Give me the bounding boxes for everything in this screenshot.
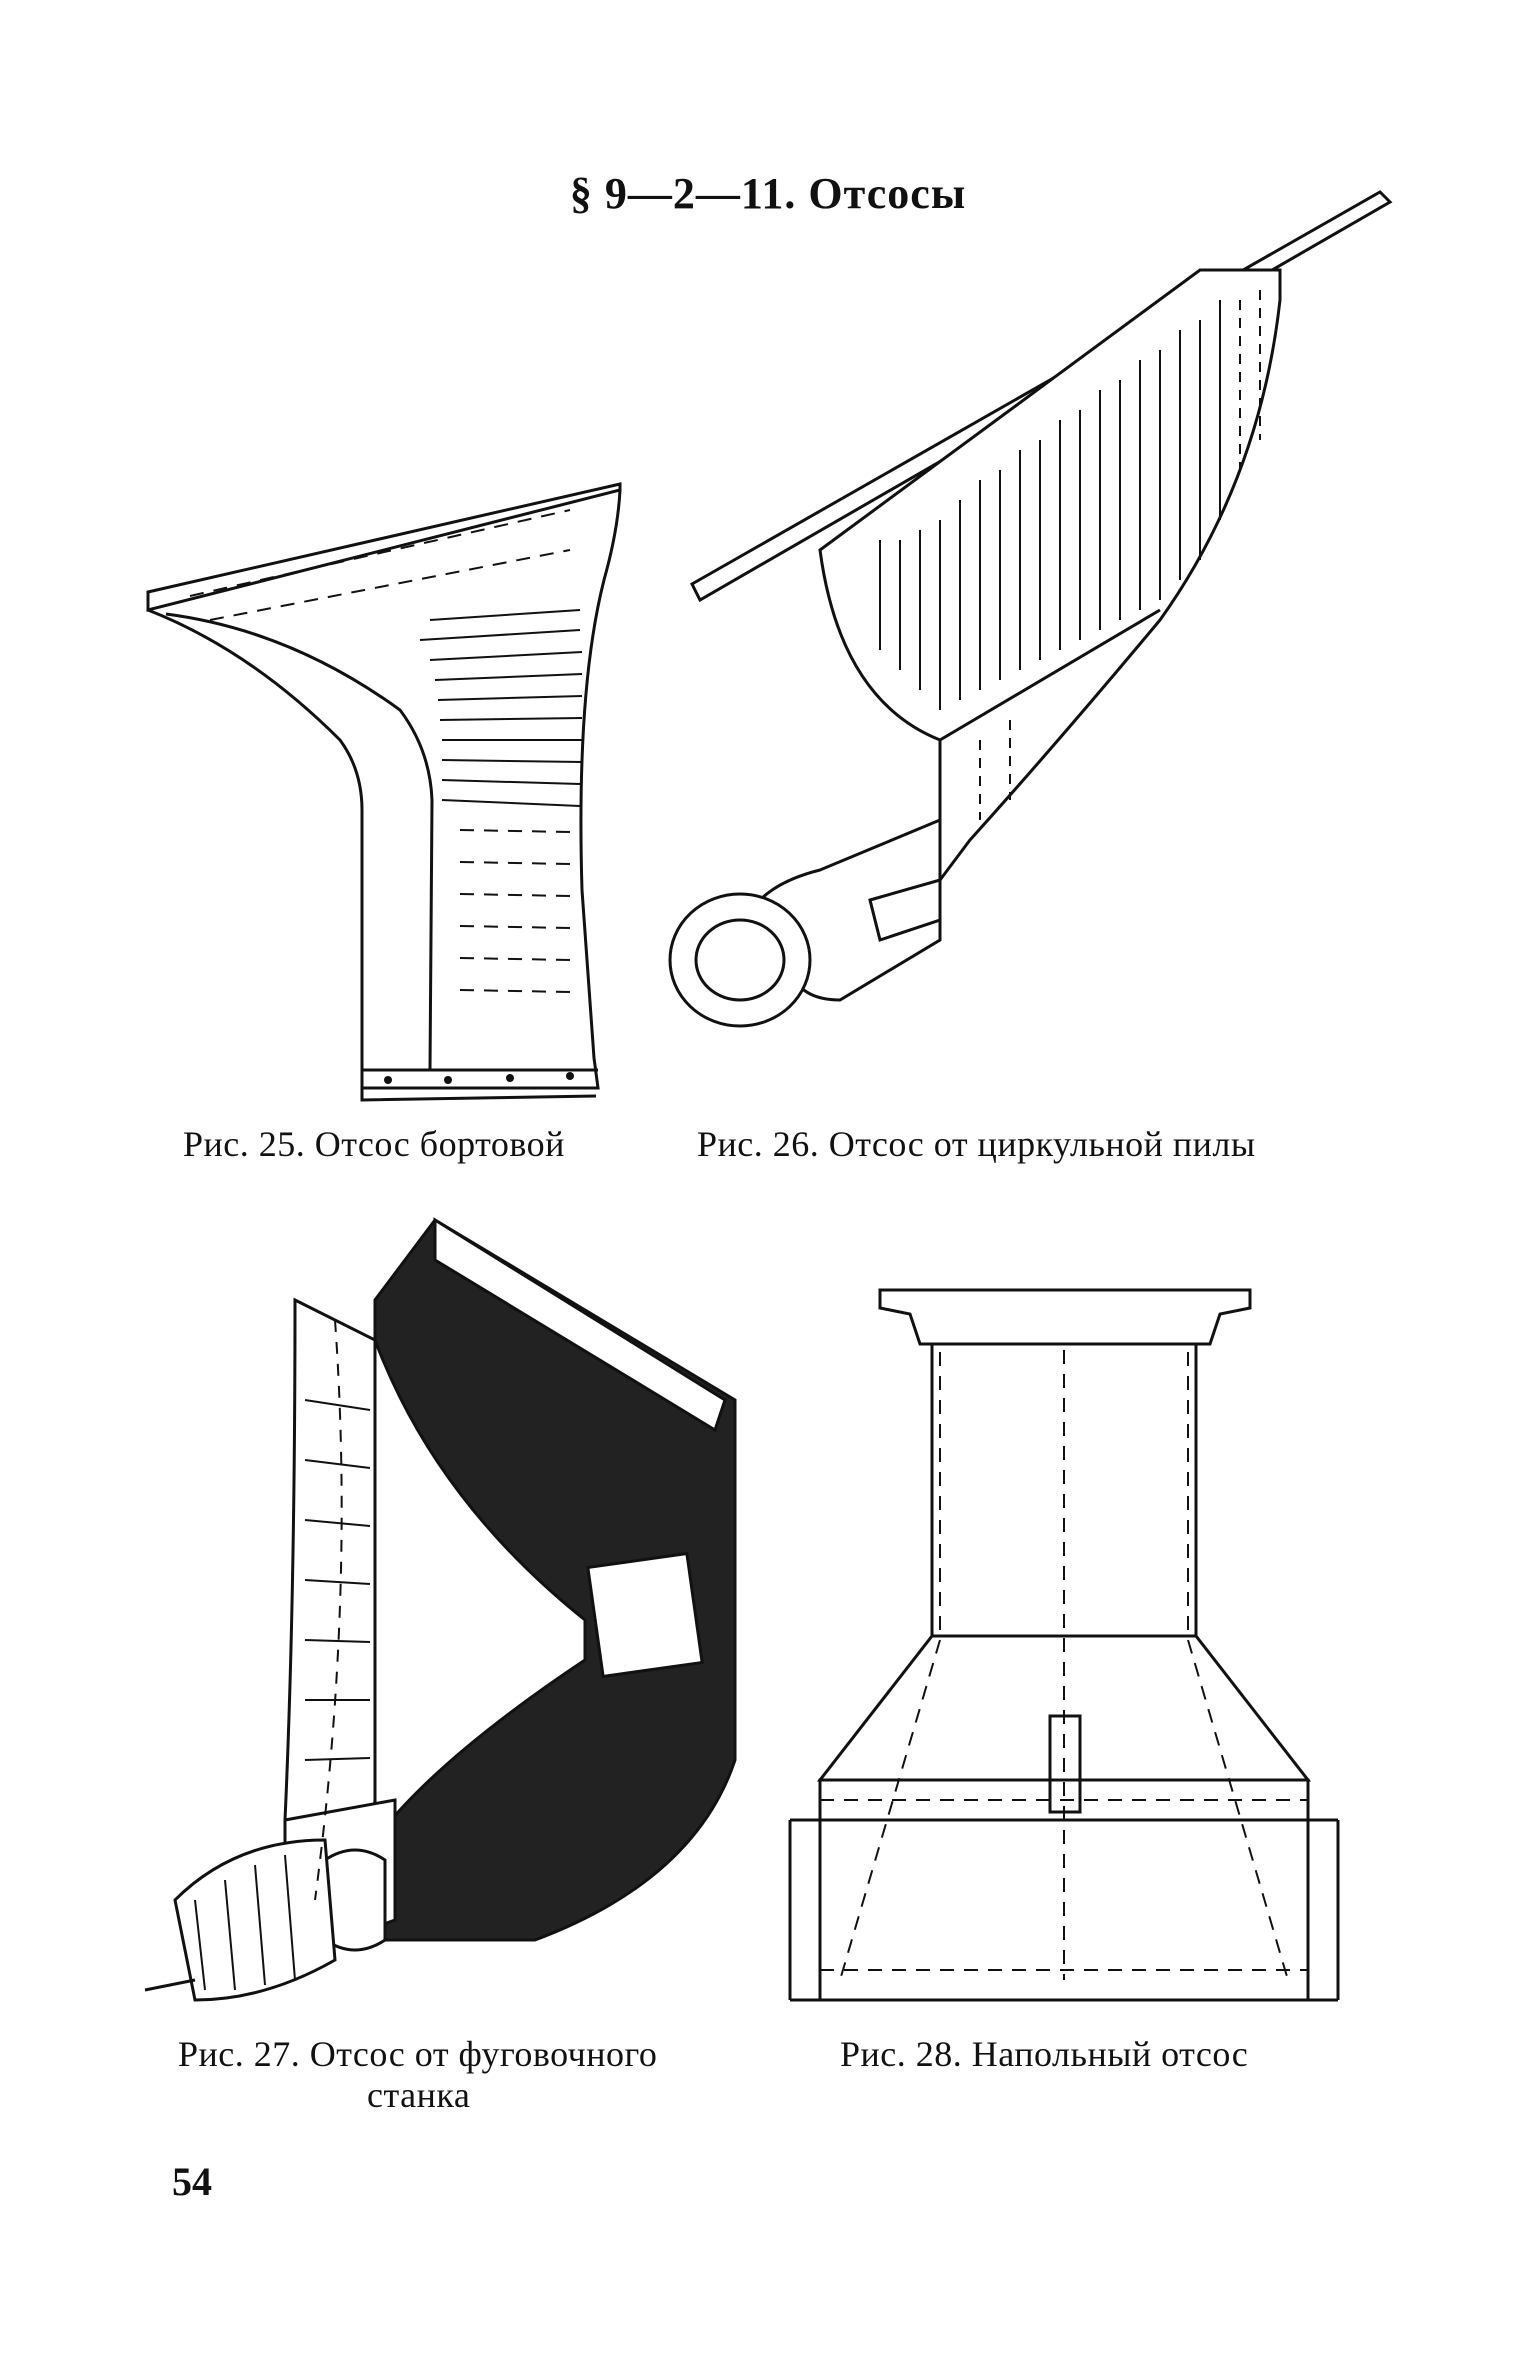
- figure-28-illustration: [780, 1280, 1350, 2020]
- figure-25-illustration: [130, 470, 630, 1110]
- page-number: 54: [172, 2159, 212, 2204]
- figure-27-caption-line2: станка: [367, 2075, 471, 2115]
- figure-27-caption-line1: Рис. 27. Отсос от фуговочного: [178, 2034, 658, 2074]
- figure-25-caption: Рис. 25. Отсос бортовой: [183, 1124, 565, 1164]
- figure-26-illustration: [640, 180, 1400, 1100]
- figure-27-illustration: [135, 1200, 755, 2020]
- section-heading: § 9—2—11. Отсосы: [569, 169, 967, 218]
- figure-26-caption: Рис. 26. Отсос от циркульной пилы: [697, 1124, 1256, 1164]
- figure-28-caption: Рис. 28. Напольный отсос: [840, 2034, 1249, 2074]
